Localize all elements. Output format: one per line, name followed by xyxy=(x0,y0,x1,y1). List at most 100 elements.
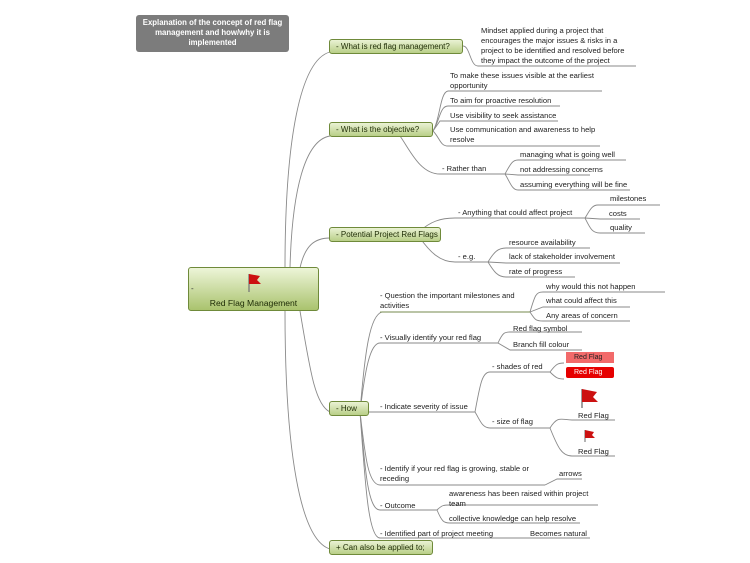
root-node[interactable]: - Red Flag Management xyxy=(188,267,319,311)
node-severity-label: Indicate severity of issue xyxy=(384,402,468,411)
node-stakeholder[interactable]: lack of stakeholder involvement xyxy=(509,252,615,261)
link-question-why xyxy=(529,291,665,313)
node-quality[interactable]: quality xyxy=(610,223,632,232)
node-anything[interactable]: - Anything that could affect project xyxy=(458,208,572,218)
collapse-toggle[interactable]: - xyxy=(458,252,463,261)
root-collapse-toggle[interactable]: - xyxy=(191,284,194,293)
branch-toggle[interactable]: - xyxy=(336,125,339,134)
branch-label: Potential Project Red Flags xyxy=(340,230,438,239)
link-shades-1 xyxy=(549,362,565,373)
collapse-toggle[interactable]: - xyxy=(380,291,385,300)
link-b4-outcome xyxy=(359,411,437,511)
branch-toggle[interactable]: - xyxy=(336,42,339,51)
link-outcome-awareness xyxy=(436,504,598,511)
node-costs[interactable]: costs xyxy=(609,209,627,218)
node-red-flag-small[interactable]: Red Flag xyxy=(578,447,609,456)
node-communication[interactable]: Use communication and awareness to help … xyxy=(450,125,596,144)
node-assuming[interactable]: assuming everything will be fine xyxy=(520,180,628,189)
node-eg-label: e.g. xyxy=(462,252,476,261)
node-why[interactable]: why would this not happen xyxy=(546,282,636,291)
explanation-title-box: Explanation of the concept of red flag m… xyxy=(136,15,289,52)
node-shades[interactable]: - shades of red xyxy=(492,362,543,372)
link-question-what xyxy=(529,306,630,313)
branch-can-also-apply[interactable]: + Can also be applied to; xyxy=(329,540,433,555)
link-size-small xyxy=(549,427,615,457)
collapse-toggle[interactable]: - xyxy=(380,333,385,342)
node-identify[interactable]: - Identify if your red flag is growing, … xyxy=(380,464,542,484)
link-eg-stakeholder xyxy=(487,261,620,264)
node-natural[interactable]: Becomes natural xyxy=(530,529,587,538)
node-milestones[interactable]: milestones xyxy=(610,194,647,203)
link-anything-milestones xyxy=(584,204,660,219)
branch-what-is[interactable]: - What is red flag management? xyxy=(329,39,463,54)
node-visually[interactable]: - Visually identify your red flag xyxy=(380,333,481,343)
collapse-toggle[interactable]: - xyxy=(458,208,463,217)
link-identify-arrows xyxy=(544,478,582,486)
link-anything-quality xyxy=(584,217,645,234)
large-red-flag-icon xyxy=(581,389,598,408)
link-outcome-collective xyxy=(436,509,580,524)
branch-how[interactable]: - How xyxy=(329,401,369,416)
node-question-label: Question the important milestones and ac… xyxy=(380,291,515,310)
collapse-toggle[interactable]: - xyxy=(380,464,385,473)
node-resource[interactable]: resource availability xyxy=(509,238,576,247)
node-any-areas[interactable]: Any areas of concern xyxy=(546,311,618,320)
node-collective[interactable]: collective knowledge can help resolve xyxy=(449,514,577,523)
node-not-addressing[interactable]: not addressing concerns xyxy=(520,165,603,174)
node-size-flag-label: size of flag xyxy=(496,417,533,426)
node-what-affect[interactable]: what could affect this xyxy=(546,296,617,305)
collapse-toggle[interactable]: - xyxy=(380,529,385,538)
branch-toggle[interactable]: + xyxy=(336,543,341,552)
node-red-flag-light[interactable]: Red Flag xyxy=(566,352,614,363)
link-root-b1 xyxy=(284,51,331,269)
node-branch-fill[interactable]: Branch fill colour xyxy=(513,340,570,349)
branch-potential-red-flags[interactable]: - Potential Project Red Flags xyxy=(329,227,441,242)
node-symbol[interactable]: Red flag symbol xyxy=(513,324,568,333)
node-anything-label: Anything that could affect project xyxy=(462,208,573,217)
node-managing[interactable]: managing what is going well xyxy=(520,150,615,159)
collapse-toggle[interactable]: - xyxy=(492,362,497,371)
node-identified-label: Identified part of project meeting xyxy=(384,529,494,538)
link-shades-2 xyxy=(549,371,565,380)
node-visibility[interactable]: Use visibility to seek assistance xyxy=(450,111,557,120)
node-severity[interactable]: - Indicate severity of issue xyxy=(380,402,468,412)
node-red-flag-bright[interactable]: Red Flag xyxy=(566,367,614,378)
collapse-toggle[interactable]: - xyxy=(380,402,385,411)
link-b3-anything xyxy=(419,217,585,232)
node-outcome[interactable]: - Outcome xyxy=(380,501,415,511)
link-rather-not xyxy=(504,173,590,176)
node-rather-than[interactable]: - Rather than xyxy=(442,164,486,174)
branch-toggle[interactable]: - xyxy=(336,404,339,413)
link-size-big xyxy=(549,418,615,429)
node-identified[interactable]: - Identified part of project meeting xyxy=(380,529,493,539)
node-awareness[interactable]: awareness has been raised within project… xyxy=(449,489,589,508)
node-shades-label: shades of red xyxy=(496,362,543,371)
node-arrows[interactable]: arrows xyxy=(559,469,582,478)
node-eg[interactable]: - e.g. xyxy=(458,252,475,262)
node-size-flag[interactable]: - size of flag xyxy=(492,417,533,427)
collapse-toggle[interactable]: - xyxy=(442,164,447,173)
node-visible[interactable]: To make these issues visible at the earl… xyxy=(450,71,594,90)
node-proactive[interactable]: To aim for proactive resolution xyxy=(450,96,552,105)
branch-label: Can also be applied to; xyxy=(342,543,425,552)
link-b2-visibility xyxy=(432,120,558,132)
collapse-toggle[interactable]: - xyxy=(380,501,385,510)
node-question[interactable]: - Question the important milestones and … xyxy=(380,291,528,311)
branch-label: How xyxy=(340,404,357,413)
link-question-any xyxy=(529,311,630,322)
link-visually-symbol xyxy=(497,331,582,344)
link-visually-fill xyxy=(497,342,582,351)
small-red-flag-icon xyxy=(584,430,595,442)
node-progress[interactable]: rate of progress xyxy=(509,267,563,276)
node-rather-than-label: Rather than xyxy=(446,164,487,173)
node-identify-label: Identify if your red flag is growing, st… xyxy=(380,464,529,483)
branch-toggle[interactable]: - xyxy=(336,230,339,239)
branch-objective[interactable]: - What is the objective? xyxy=(329,122,433,137)
node-mindset[interactable]: Mindset applied during a project that en… xyxy=(481,26,625,65)
link-b4-visually xyxy=(359,342,498,413)
node-red-flag-large[interactable]: Red Flag xyxy=(578,411,609,420)
link-root-b2 xyxy=(289,135,331,269)
collapse-toggle[interactable]: - xyxy=(492,417,497,426)
